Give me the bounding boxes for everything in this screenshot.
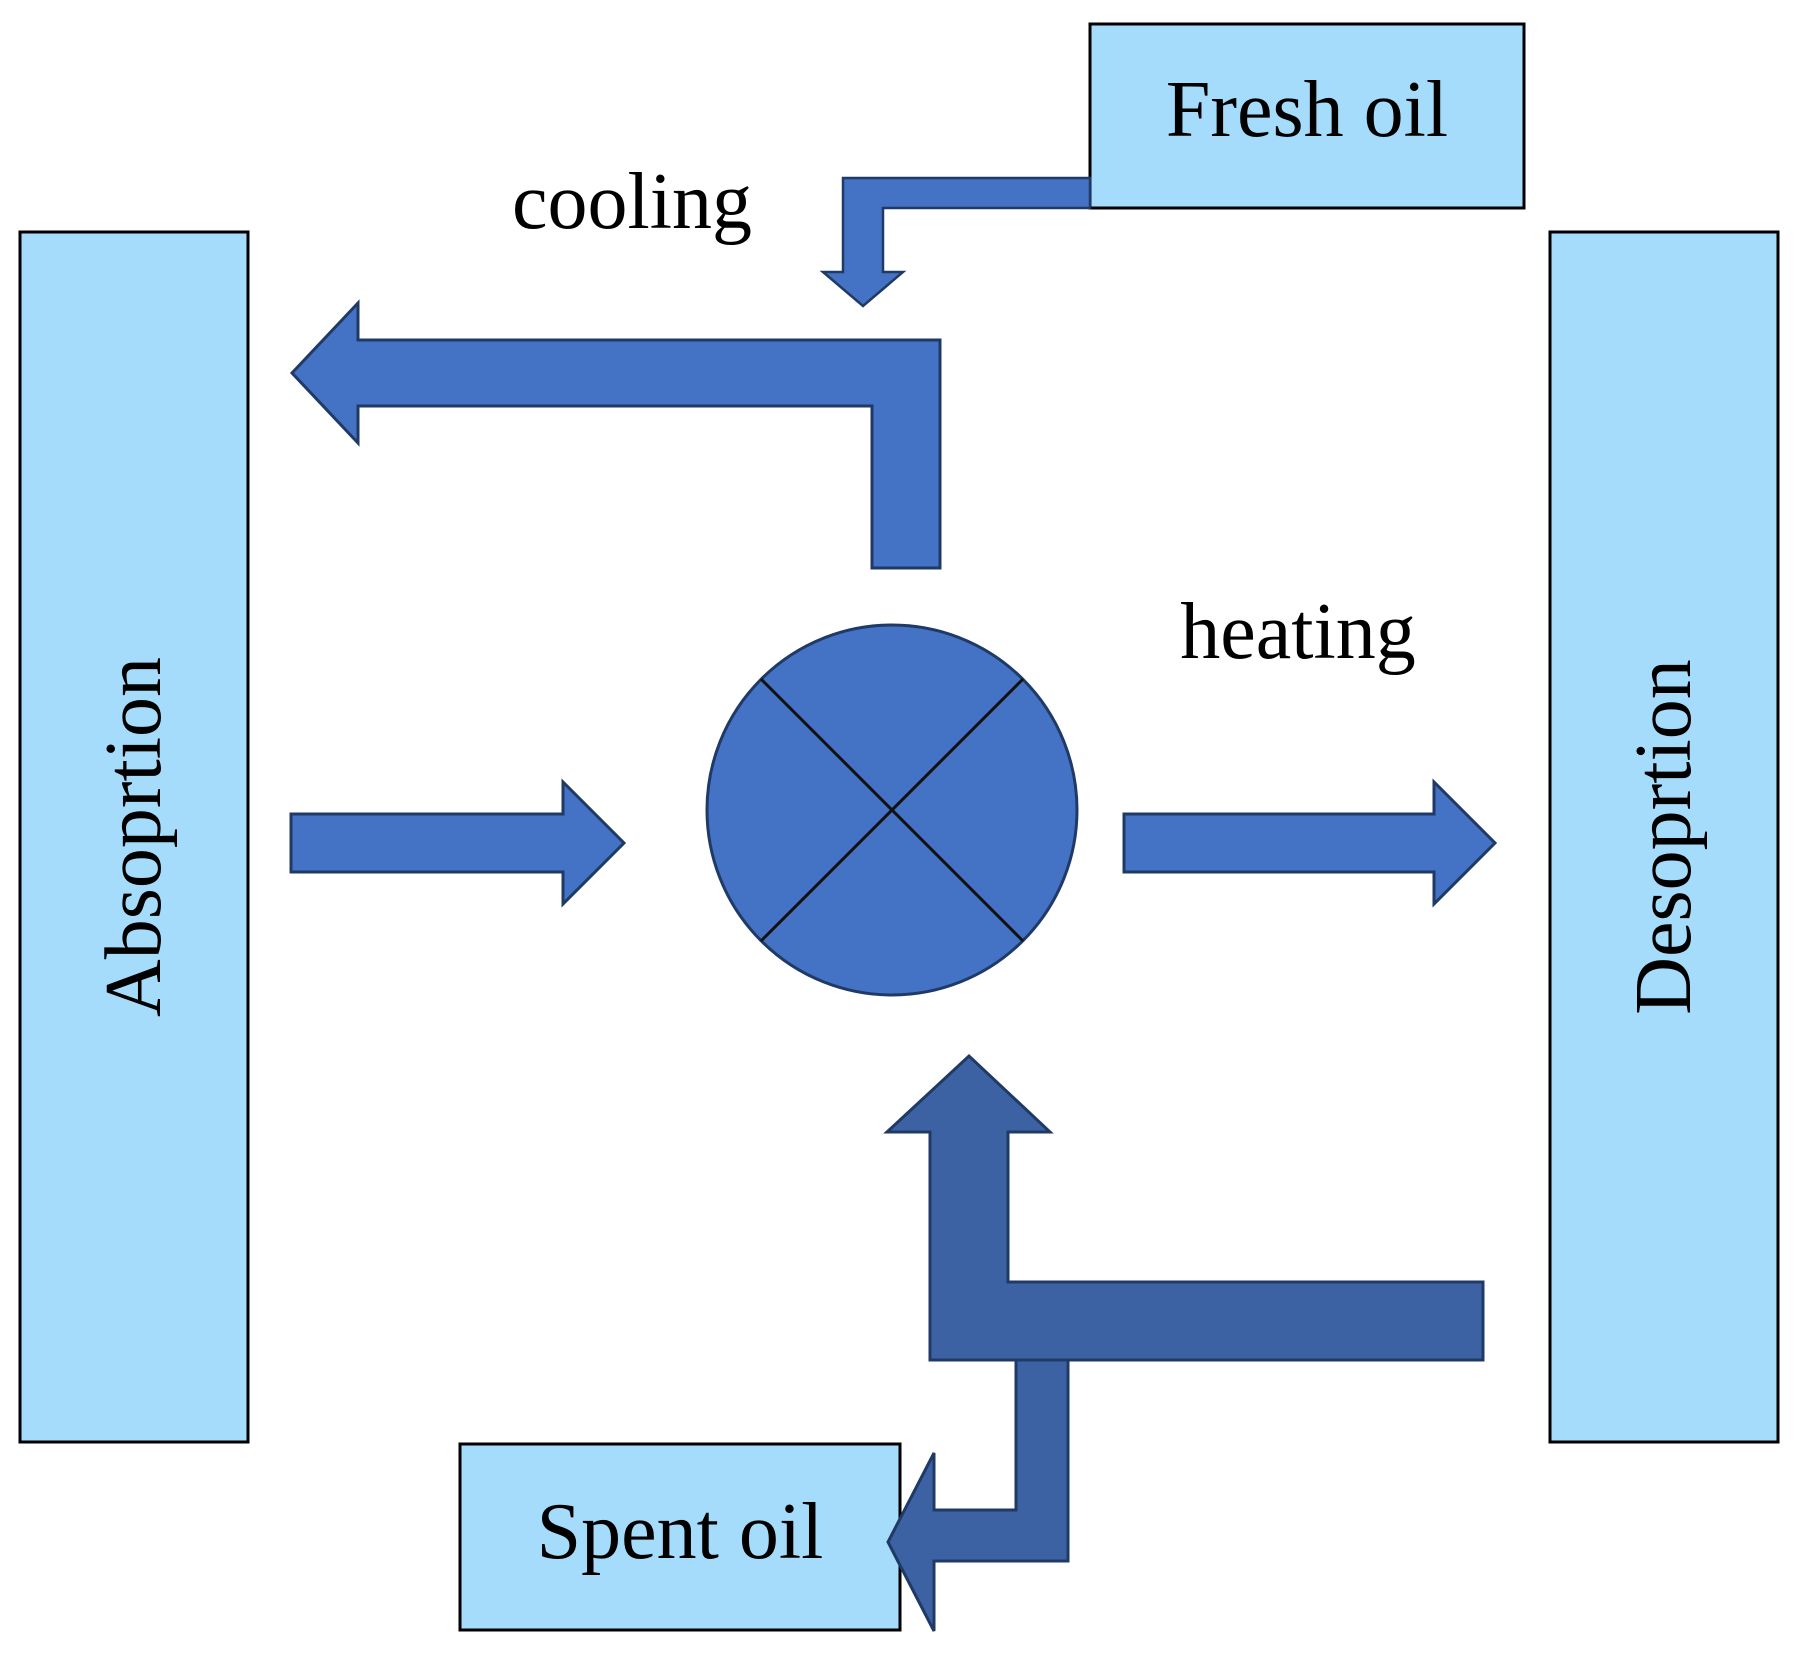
- spent-oil-box-rect: [458, 1442, 902, 1632]
- heated-feed-arrow: [1122, 778, 1498, 908]
- fresh-oil-label: Fresh oil: [1166, 66, 1448, 154]
- fresh-oil-box-rect: [1088, 22, 1526, 210]
- spent-oil-label: Spent oil: [537, 1488, 824, 1576]
- cooling-label: cooling: [512, 158, 752, 246]
- lean-return-arrow: [289, 299, 942, 570]
- absorption-label: Absoprtion: [90, 657, 178, 1017]
- exchanger-cross-line-2: [759, 677, 1025, 943]
- absorption-column-box: [18, 230, 250, 1444]
- desorption-column: Desoprtion: [1548, 230, 1780, 1444]
- rich-feed-arrow: [289, 778, 627, 908]
- heat-exchanger: [705, 623, 1079, 997]
- spent-oil-outlet-arrow: [886, 1354, 1070, 1632]
- fresh-oil-feed-arrow: [819, 176, 1092, 308]
- hot-return-arrow: [883, 1053, 1485, 1362]
- desorption-column-box: [1548, 230, 1780, 1444]
- desorption-label: Desoprtion: [1620, 659, 1708, 1015]
- spent-oil-box: Spent oil: [458, 1442, 902, 1632]
- fresh-oil-box: Fresh oil: [1088, 22, 1526, 210]
- heating-label: heating: [1180, 588, 1415, 676]
- absorption-column: Absoprtion: [18, 230, 250, 1444]
